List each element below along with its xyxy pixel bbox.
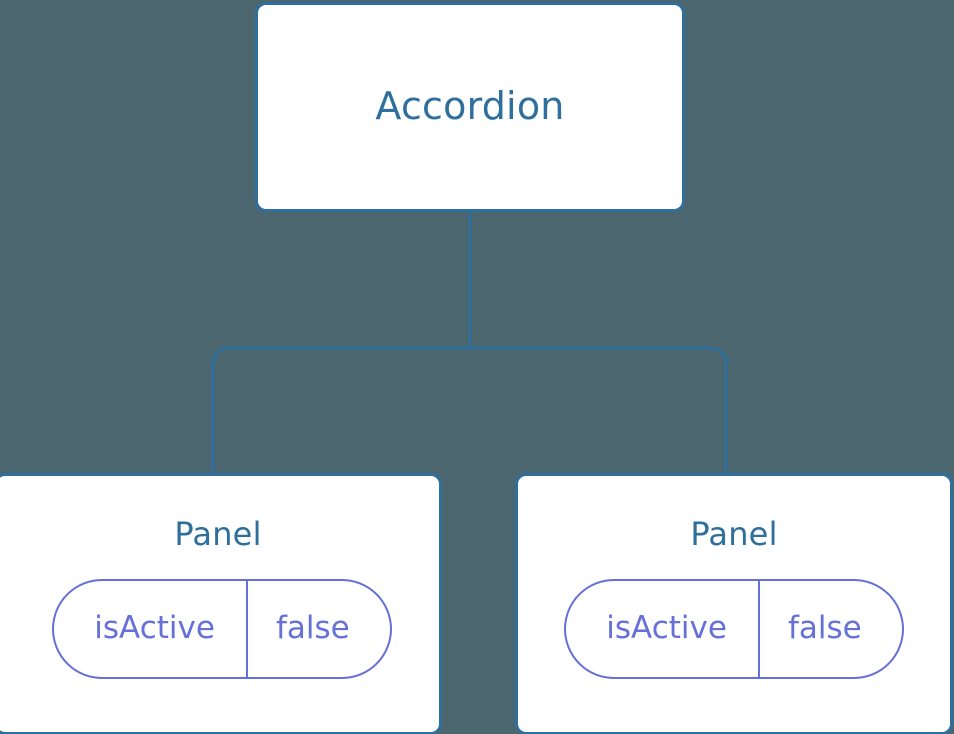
node-panel-2-label: Panel (690, 515, 778, 553)
prop-key-isactive: isActive (94, 610, 215, 647)
prop-value-isactive: false (757, 580, 902, 677)
prop-key-isactive: isActive (606, 610, 727, 647)
prop-pill-panel-1[interactable]: isActive false (52, 578, 392, 679)
edge-to-panel-left (211, 346, 470, 490)
node-accordion-label: Accordion (375, 84, 565, 129)
prop-pill-panel-2[interactable]: isActive false (564, 578, 904, 679)
node-panel-1[interactable]: Panel isActive false (0, 473, 442, 734)
node-accordion[interactable]: Accordion (255, 2, 685, 212)
prop-value-isactive: false (245, 580, 390, 677)
node-panel-1-label: Panel (174, 515, 262, 553)
edge-to-panel-right (470, 346, 728, 490)
node-panel-2[interactable]: Panel isActive false (515, 473, 953, 734)
